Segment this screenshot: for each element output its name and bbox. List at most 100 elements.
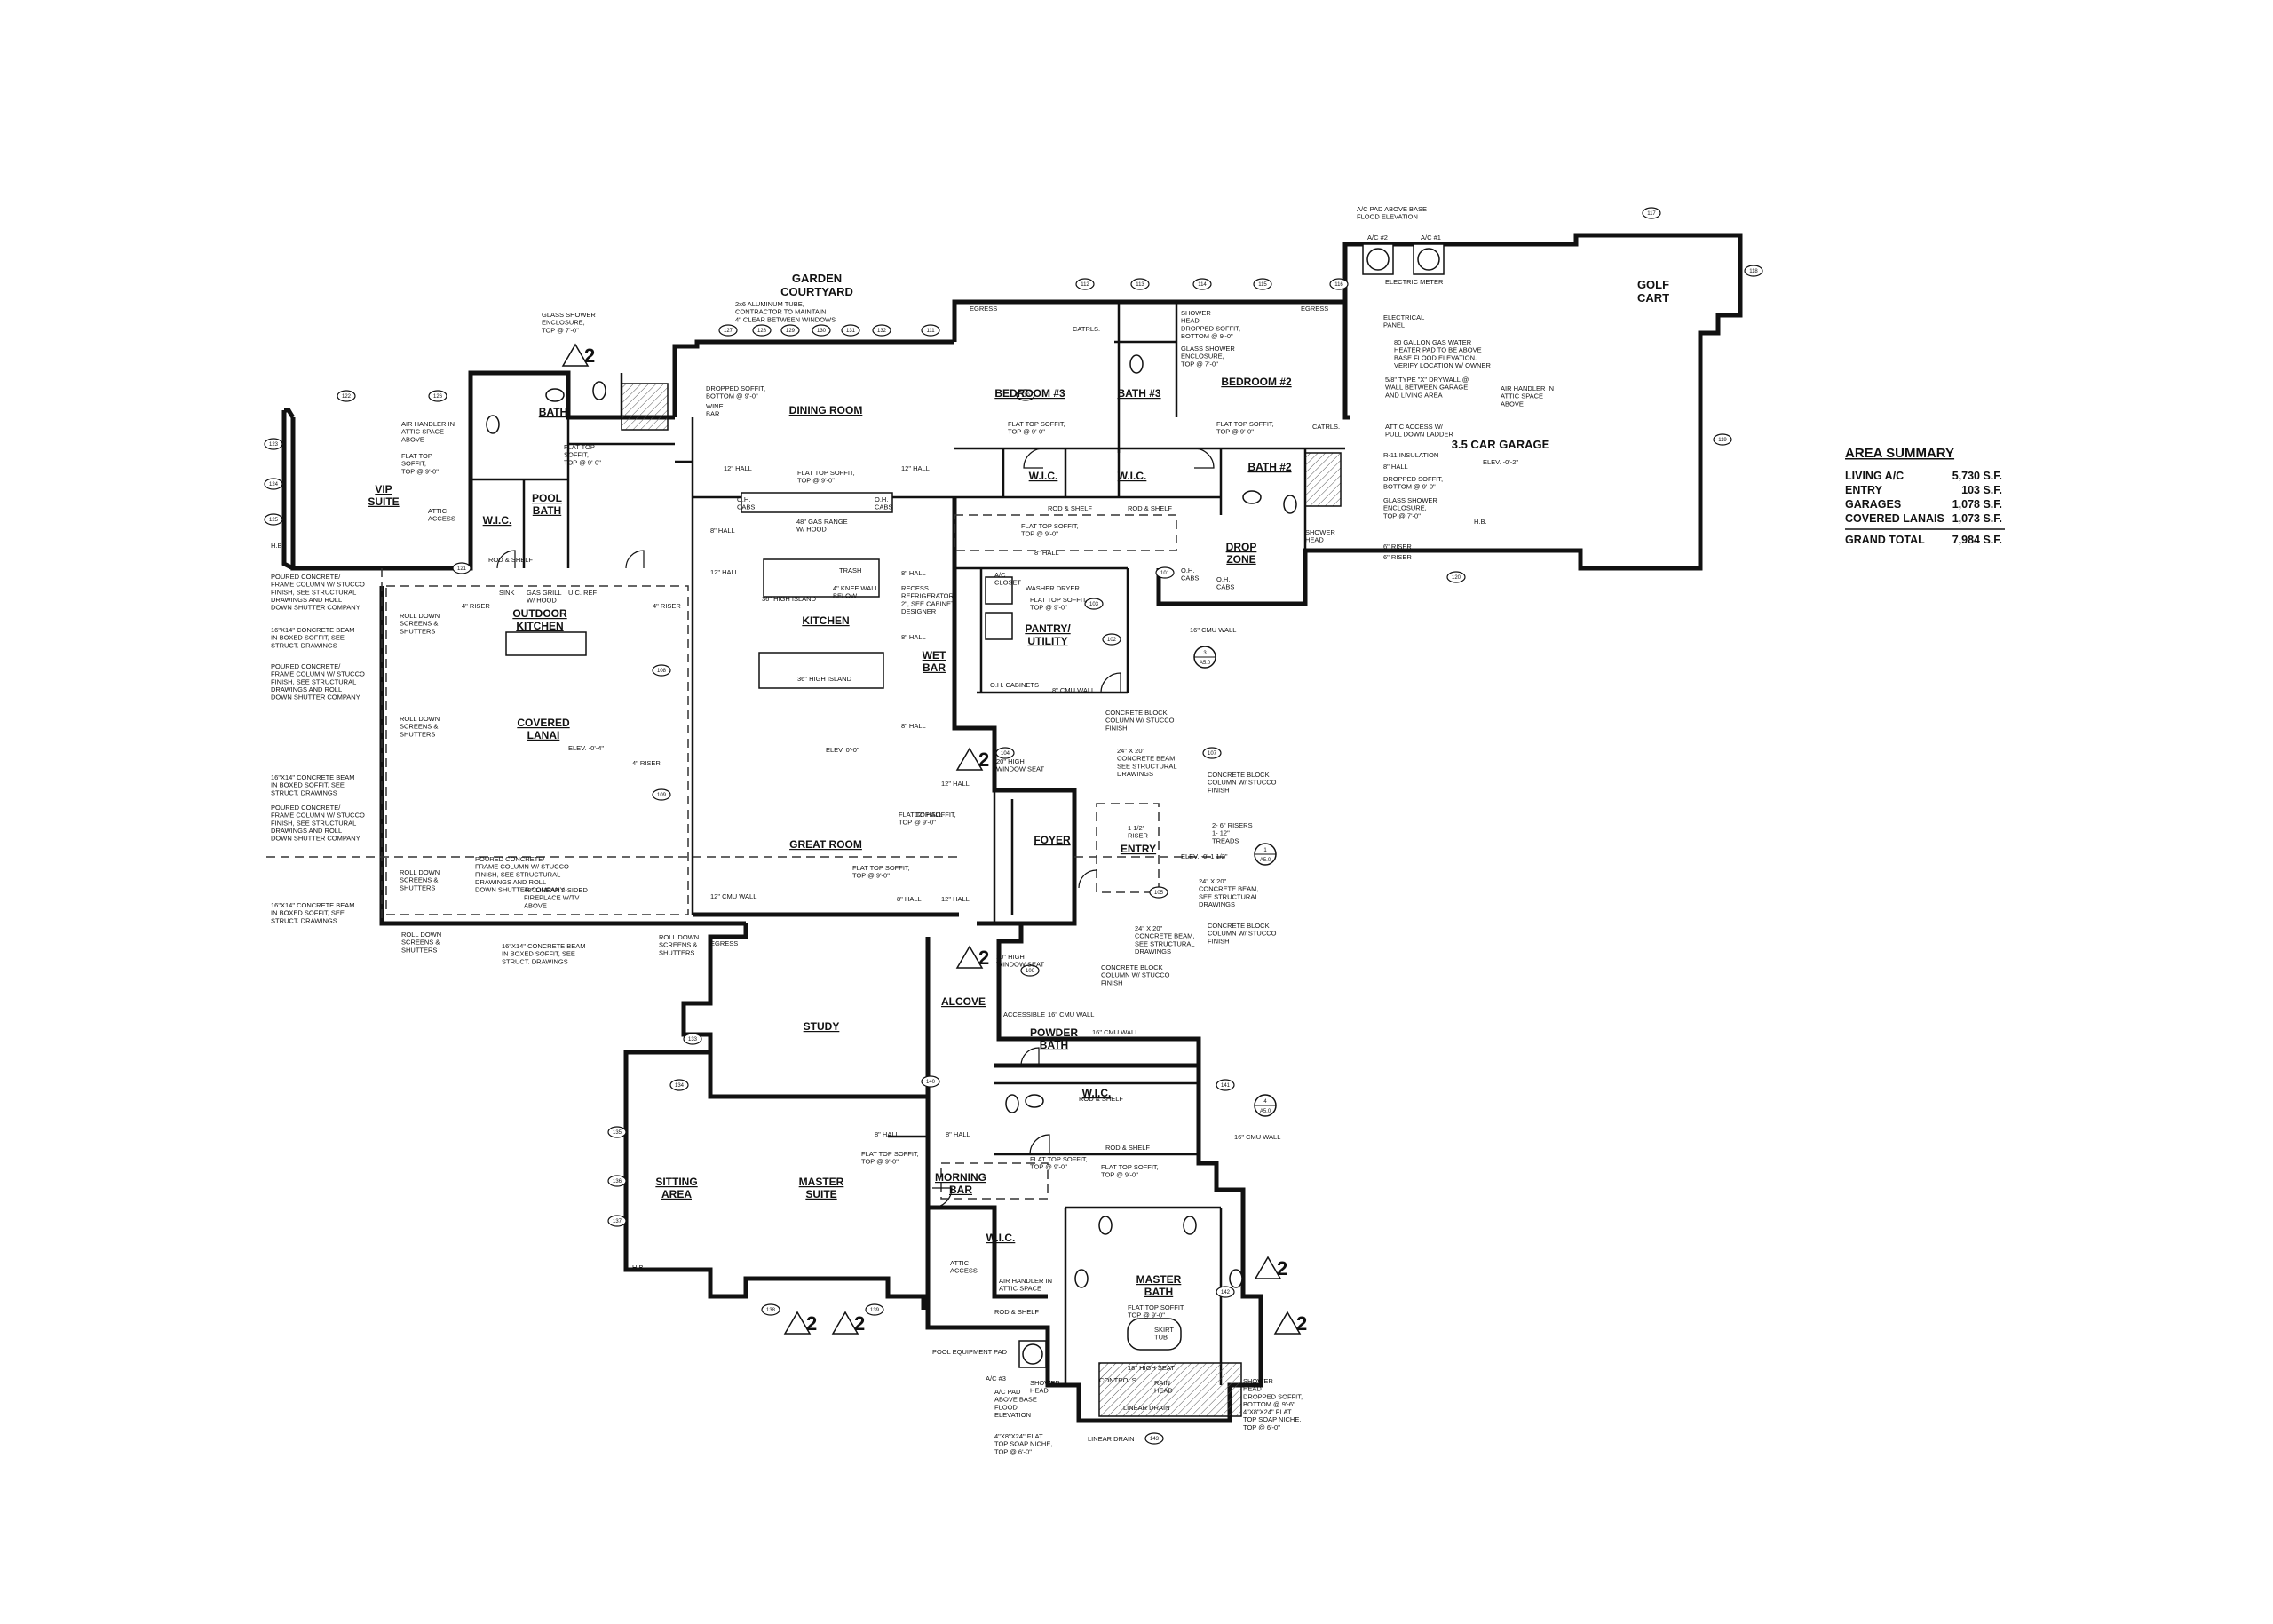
note-12-hall-2: 12" HALL bbox=[901, 464, 930, 472]
section-mark: 2 bbox=[955, 945, 989, 969]
section-mark: 2 bbox=[783, 1311, 817, 1335]
note-flat-top-bed2: FLAT TOP SOFFIT,TOP @ 9'-0" bbox=[1216, 420, 1274, 436]
room-wic-master-upper: W.I.C. bbox=[1082, 1087, 1112, 1099]
note-hb-garage: H.B. bbox=[1474, 518, 1487, 526]
window-tag: 131 bbox=[841, 324, 860, 337]
note-electric-meter: ELECTRIC METER bbox=[1385, 278, 1444, 286]
svg-text:131: 131 bbox=[846, 329, 856, 334]
note-4-riser-2: 4" RISER bbox=[653, 602, 681, 610]
note-12-cmu: 12" CMU WALL bbox=[710, 892, 756, 900]
window-tag: 127 bbox=[718, 324, 738, 337]
note-flat-top-dining: FLAT TOP SOFFIT,TOP @ 9'-0" bbox=[797, 469, 855, 485]
room-pool-equipment: POOL EQUIPMENT PAD bbox=[932, 1348, 1008, 1356]
note-flat-top-master: FLAT TOP SOFFIT,TOP @ 9'-0" bbox=[861, 1150, 919, 1166]
note-rod-shelf-bed: ROD & SHELF bbox=[1048, 504, 1092, 512]
note-ac2: A/C #2 bbox=[1367, 234, 1388, 242]
svg-text:136: 136 bbox=[613, 1179, 622, 1184]
svg-text:109: 109 bbox=[657, 793, 667, 798]
svg-text:133: 133 bbox=[688, 1037, 698, 1042]
note-elev-lanai: ELEV. -0'-4" bbox=[568, 744, 604, 752]
svg-text:2: 2 bbox=[584, 345, 595, 367]
svg-text:103: 103 bbox=[1089, 602, 1099, 607]
note-flat-top-master-3: FLAT TOP SOFFIT,TOP @ 9'-0" bbox=[1101, 1163, 1159, 1179]
fixtures bbox=[486, 243, 1445, 1368]
note-flat-top-tub: FLAT TOP SOFFIT,TOP @ 9'-0" bbox=[1128, 1303, 1185, 1319]
svg-text:116: 116 bbox=[1334, 282, 1343, 288]
note-8-hall-master-2: 8" HALL bbox=[946, 1130, 970, 1138]
note-12-hall-great-b: 12" HALL bbox=[941, 780, 970, 788]
window-tag: 101 bbox=[1155, 566, 1175, 579]
section-mark: 2 bbox=[561, 343, 595, 367]
note-6-riser-1: 6" RISER bbox=[1383, 543, 1412, 551]
island-upper bbox=[763, 558, 880, 598]
area-row-value: 1,073 S.F. bbox=[1952, 512, 2002, 525]
note-12-hall-1: 12" HALL bbox=[724, 464, 752, 472]
window-tag: 139 bbox=[865, 1303, 884, 1316]
window-tag: 128 bbox=[752, 324, 772, 337]
svg-text:125: 125 bbox=[269, 518, 279, 523]
note-flat-top-pantry: FLAT TOP SOFFIT,TOP @ 9'-0" bbox=[1030, 596, 1088, 612]
svg-text:139: 139 bbox=[870, 1308, 880, 1313]
room-kitchen: KITCHEN bbox=[802, 614, 849, 627]
room-garage: 3.5 CAR GARAGE bbox=[1452, 438, 1550, 451]
note-elev-garage: ELEV. -0'-2" bbox=[1483, 458, 1518, 466]
svg-text:4: 4 bbox=[1263, 1099, 1267, 1105]
svg-text:119: 119 bbox=[1718, 438, 1727, 443]
svg-text:127: 127 bbox=[724, 329, 733, 334]
note-catrls-2: CATRLS. bbox=[1312, 423, 1340, 431]
section-mark: 2 bbox=[831, 1311, 865, 1335]
window-tag: 103 bbox=[1084, 598, 1104, 610]
svg-text:117: 117 bbox=[1647, 211, 1656, 217]
window-tag: 105 bbox=[1149, 886, 1168, 899]
note-courtyard-tube: 2x6 ALUMINUM TUBE,CONTRACTOR TO MAINTAIN… bbox=[735, 300, 836, 323]
room-wic-bed3: W.I.C. bbox=[1029, 470, 1058, 482]
svg-text:118: 118 bbox=[1749, 269, 1758, 274]
note-island-36-b: 36" HIGH ISLAND bbox=[797, 675, 852, 683]
room-wic-master-lower: W.I.C. bbox=[986, 1232, 1016, 1244]
svg-text:A5.0: A5.0 bbox=[1200, 661, 1211, 666]
note-attic-access-garage: ATTIC ACCESS W/PULL DOWN LADDER bbox=[1385, 423, 1453, 439]
note-egress-1: EGRESS bbox=[970, 305, 997, 313]
window-tag: 122 bbox=[337, 390, 356, 402]
window-tag: 120 bbox=[1446, 571, 1466, 583]
note-8-hall-master: 8" HALL bbox=[875, 1130, 899, 1138]
note-12-hall-great-c: 12" HALL bbox=[941, 895, 970, 903]
room-alcove: ALCOVE bbox=[941, 995, 986, 1008]
window-tag: 104 bbox=[995, 747, 1015, 759]
window-tag: 136 bbox=[607, 1175, 627, 1187]
room-wic-vip: W.I.C. bbox=[483, 514, 512, 527]
note-insulation: R-11 INSULATION bbox=[1383, 451, 1438, 459]
note-uc-ref: U.C. REF bbox=[568, 589, 598, 597]
svg-text:2: 2 bbox=[978, 947, 989, 969]
room-entry: ENTRY bbox=[1121, 843, 1156, 855]
note-oh-cabs-k1: O.H.CABS bbox=[737, 495, 755, 511]
note-controls: CONTROLS bbox=[1099, 1376, 1136, 1384]
window-tag: 107 bbox=[1202, 747, 1222, 759]
window-tag: 135 bbox=[607, 1126, 627, 1138]
window-tag: 116 bbox=[1329, 278, 1349, 290]
note-16-cmu-pantry: 16" CMU WALL bbox=[1190, 626, 1236, 634]
svg-text:2: 2 bbox=[854, 1312, 865, 1335]
svg-text:134: 134 bbox=[675, 1083, 685, 1089]
